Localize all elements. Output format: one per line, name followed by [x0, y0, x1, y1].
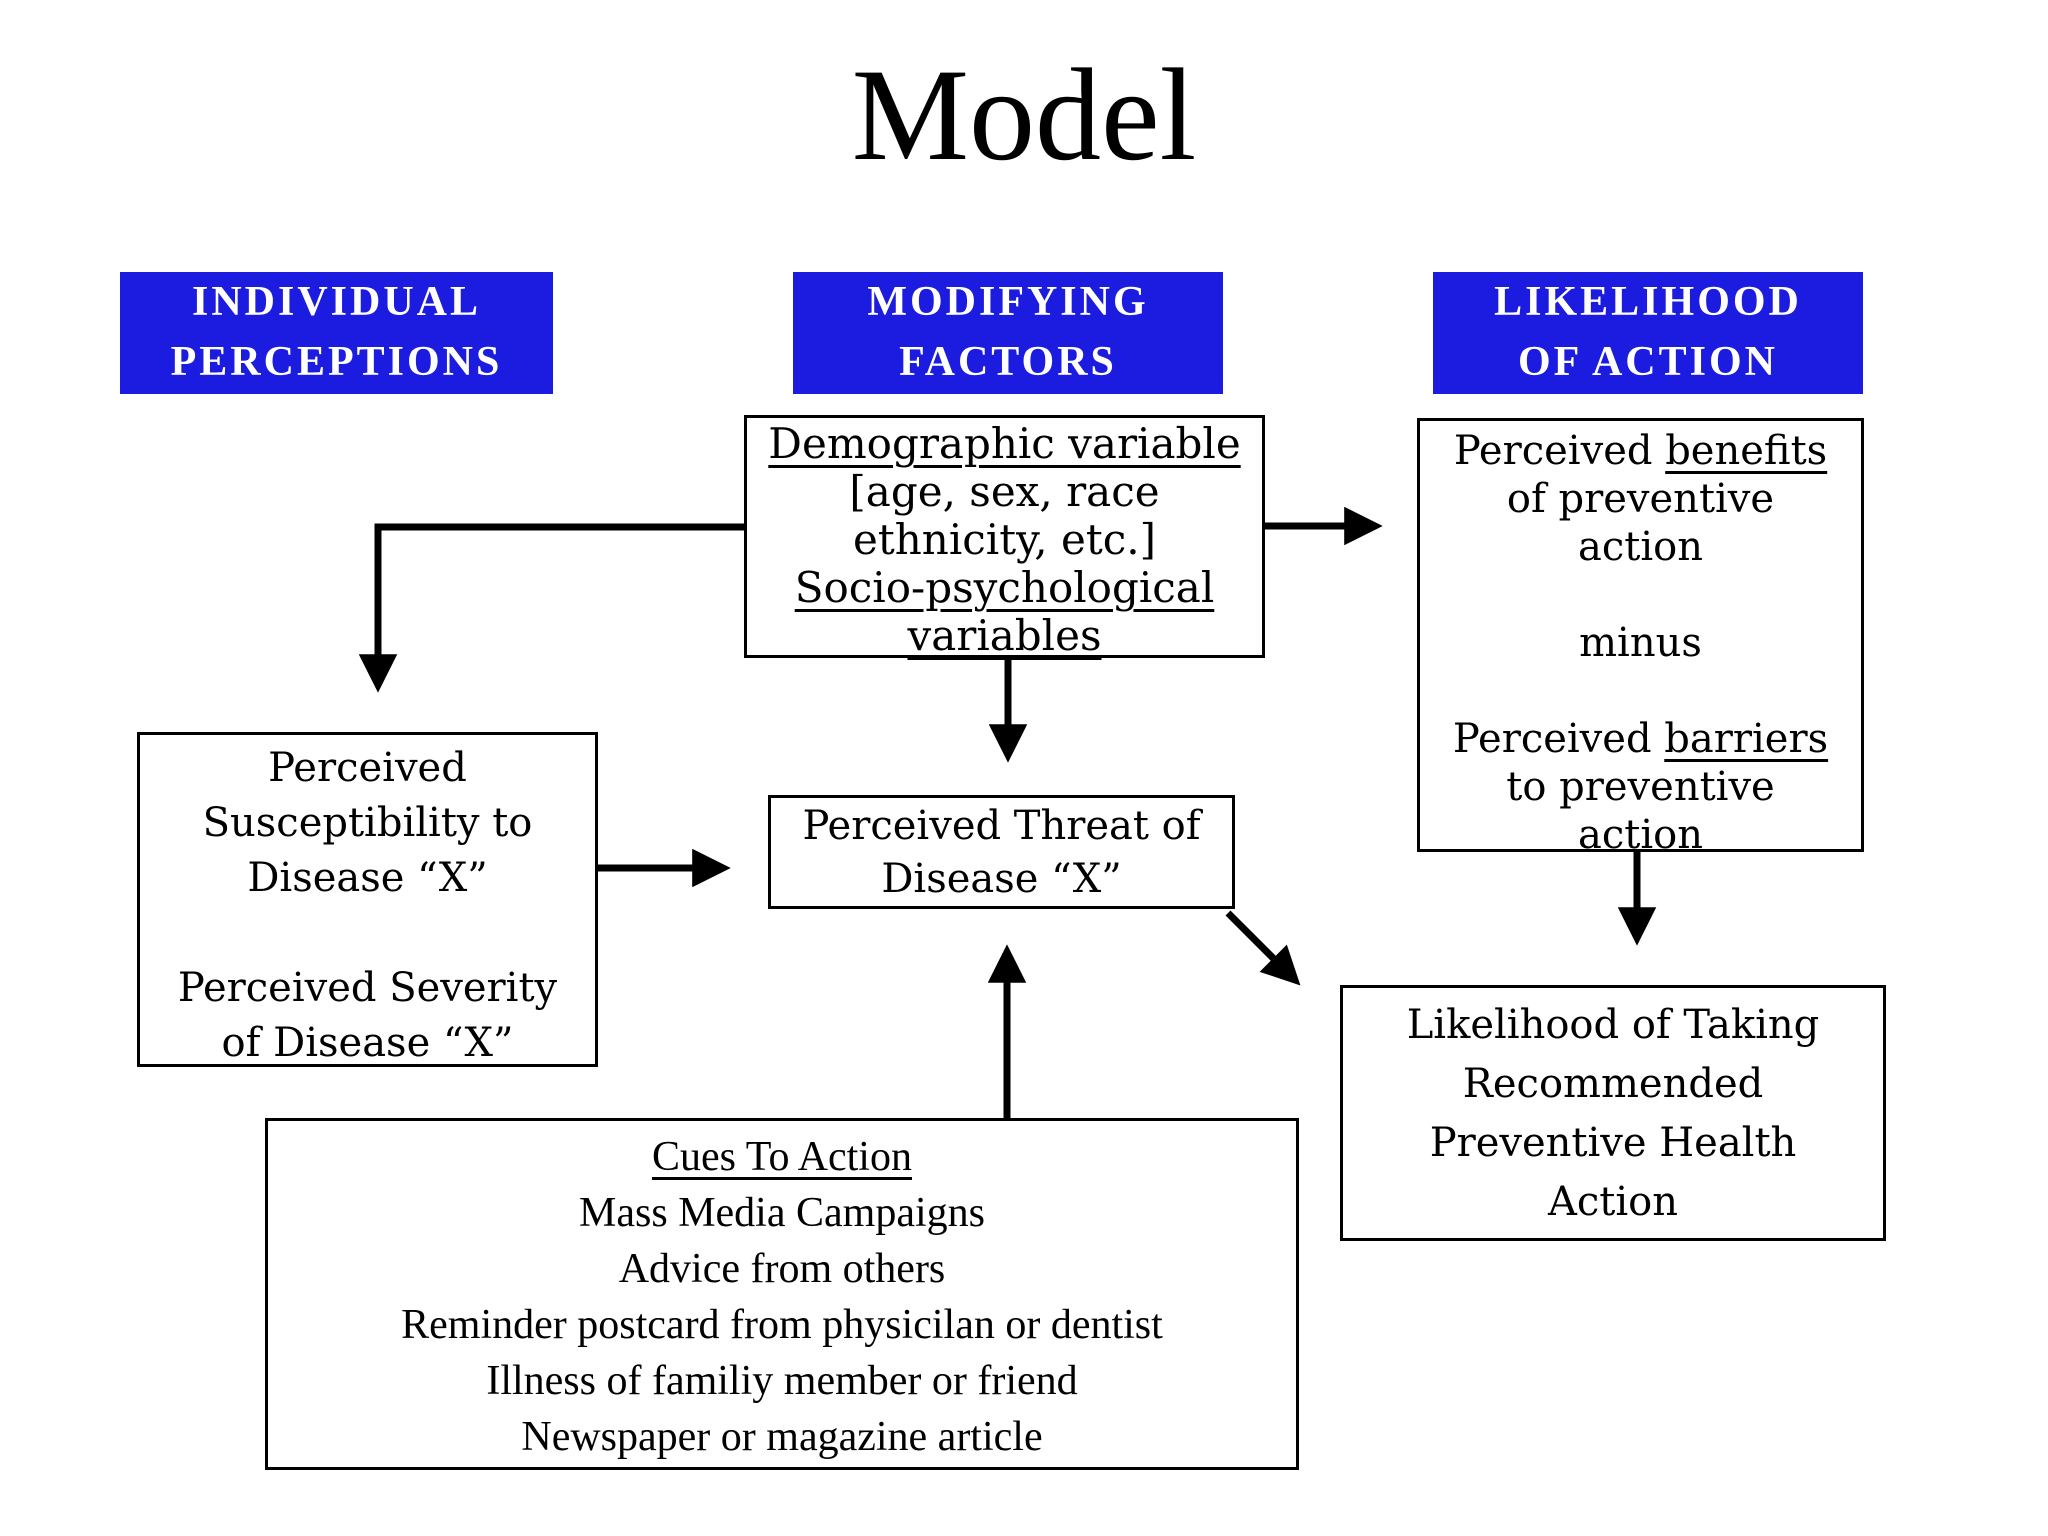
box-line: of preventive [1506, 476, 1775, 522]
box-line: Likelihood of Taking [1406, 1002, 1820, 1048]
header-individual-perceptions: INDIVIDUAL PERCEPTIONS [120, 272, 553, 394]
box-line: Recommended [1462, 1061, 1764, 1107]
box-heading: Cues To Action [652, 1134, 912, 1180]
box-line: Susceptibility to [202, 800, 533, 846]
box-cues-to-action: Cues To Action Mass Media Campaigns Advi… [265, 1118, 1299, 1470]
box-line: Illness of familiy member or friend [486, 1358, 1078, 1404]
box-line: Preventive Health [1429, 1120, 1797, 1166]
box-line: Perceived [268, 745, 467, 791]
header-likelihood-of-action: LIKELIHOOD OF ACTION [1433, 272, 1863, 394]
box-line: Socio-psychological [794, 563, 1215, 612]
box-line: action [1578, 812, 1703, 858]
header-line: INDIVIDUAL [191, 279, 482, 326]
box-line: Newspaper or magazine article [521, 1414, 1043, 1460]
box-perceived-threat: Perceived Threat of Disease “X” [768, 795, 1235, 909]
box-modifying-variables: Demographic variable [age, sex, race eth… [744, 415, 1265, 660]
box-benefits-minus-barriers: Perceived benefits of preventive action … [1417, 418, 1864, 858]
box-line: to preventive [1506, 764, 1775, 810]
page-title: Model [851, 41, 1197, 188]
box-line: Perceived Threat of [802, 803, 1201, 849]
blank-line [1420, 667, 1861, 715]
blank-line [1420, 571, 1861, 619]
arrow-modifying-to-individual-perceptions [358, 523, 744, 693]
box-line: Action [1548, 1179, 1678, 1225]
box-line: ethnicity, etc.] [853, 515, 1156, 564]
box-line: action [1578, 524, 1703, 570]
box-line: minus [1579, 620, 1702, 666]
box-line: [age, sex, race [849, 467, 1160, 516]
header-modifying-factors: MODIFYING FACTORS [793, 272, 1223, 394]
arrow-threat-to-likelihood [1225, 910, 1301, 986]
header-line: PERCEPTIONS [170, 339, 503, 385]
box-line: Reminder postcard from physicilan or den… [401, 1302, 1163, 1348]
blank-line [140, 906, 595, 961]
header-line: MODIFYING [867, 279, 1149, 326]
box-line: Disease “X” [881, 856, 1122, 902]
box-line: Mass Media Campaigns [579, 1190, 985, 1236]
box-line: Disease “X” [247, 855, 488, 901]
header-line: OF ACTION [1518, 339, 1778, 385]
header-line: FACTORS [899, 339, 1117, 385]
box-line: Perceived benefits [1453, 428, 1828, 474]
box-line: Demographic variable [768, 419, 1241, 468]
box-line: of Disease “X” [221, 1020, 514, 1066]
header-line: LIKELIHOOD [1494, 279, 1802, 326]
box-line: Perceived Severity [177, 965, 558, 1011]
box-line: Advice from others [618, 1246, 946, 1292]
box-likelihood-taking-action: Likelihood of Taking Recommended Prevent… [1340, 985, 1886, 1241]
box-individual-perceptions: Perceived Susceptibility to Disease “X” … [137, 732, 598, 1067]
box-line: Perceived barriers [1452, 716, 1829, 762]
box-line: variables [907, 611, 1102, 660]
